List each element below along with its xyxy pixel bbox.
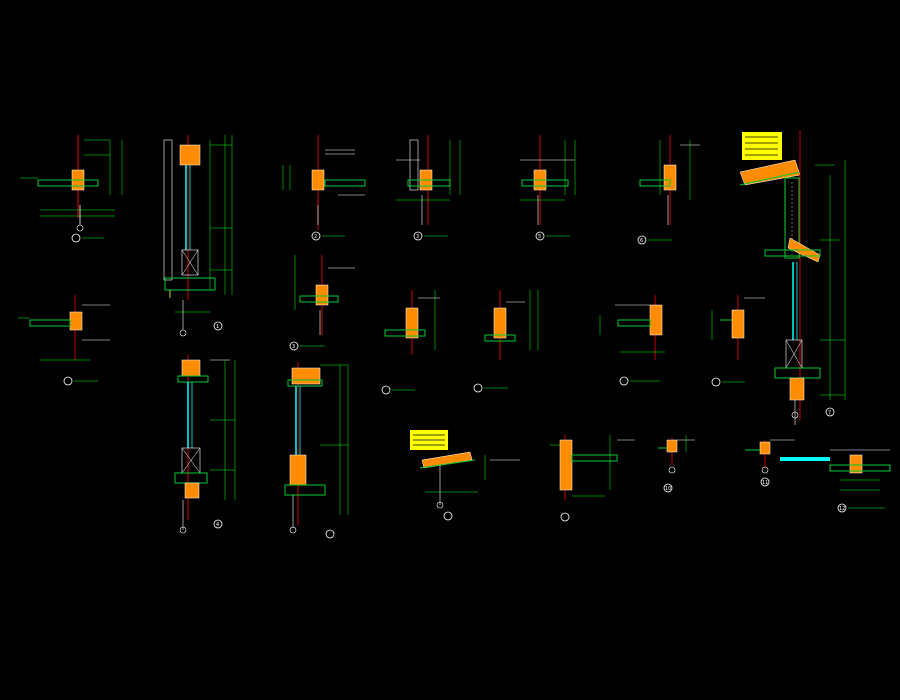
detail-e-marker xyxy=(535,231,545,241)
detail-t: 12 xyxy=(780,449,891,513)
detail-a-marker xyxy=(71,233,81,243)
detail-c: 2 xyxy=(282,135,366,241)
detail-k-marker xyxy=(473,383,483,393)
detail-g-note-block xyxy=(742,132,782,160)
detail-l xyxy=(599,295,665,386)
detail-b-marker xyxy=(213,321,223,331)
detail-q-marker xyxy=(560,512,570,522)
detail-j-marker xyxy=(381,385,391,395)
detail-r-marker xyxy=(663,483,673,493)
detail-p xyxy=(410,430,520,521)
detail-r-number: 10 xyxy=(665,486,671,492)
detail-n-marker xyxy=(213,519,223,529)
detail-c-number: 2 xyxy=(314,234,317,240)
detail-e-number: 5 xyxy=(538,234,541,240)
detail-f-marker xyxy=(637,235,647,245)
detail-f: 6 xyxy=(637,135,700,245)
detail-g: 7 xyxy=(739,130,846,425)
detail-d-marker xyxy=(413,231,423,241)
detail-o xyxy=(284,362,349,539)
detail-s-marker xyxy=(760,477,770,487)
detail-t-marker xyxy=(837,503,847,513)
detail-e: 5 xyxy=(520,135,576,241)
detail-q xyxy=(550,435,635,522)
detail-k xyxy=(473,290,539,393)
detail-p-marker xyxy=(443,511,453,521)
detail-t-number: 12 xyxy=(839,506,845,512)
detail-h-marker xyxy=(63,376,73,386)
detail-f-number: 6 xyxy=(640,238,643,244)
detail-o-marker xyxy=(325,529,335,539)
detail-n: 4 xyxy=(174,355,236,534)
detail-g-marker xyxy=(825,407,835,417)
detail-b: 1 xyxy=(163,135,233,337)
detail-m xyxy=(711,295,765,387)
detail-i-number: 3 xyxy=(292,344,295,350)
detail-n-number: 4 xyxy=(216,522,219,528)
detail-a xyxy=(20,135,123,243)
detail-h xyxy=(18,295,110,386)
detail-s: 11 xyxy=(745,439,795,487)
detail-i-marker xyxy=(289,341,299,351)
detail-d: 3 xyxy=(396,135,461,241)
detail-r: 10 xyxy=(658,435,695,493)
detail-i: 3 xyxy=(289,255,355,351)
detail-m-marker xyxy=(711,377,721,387)
detail-s-number: 11 xyxy=(762,480,768,486)
detail-b-number: 1 xyxy=(216,324,219,330)
detail-l-marker xyxy=(619,376,629,386)
detail-c-marker xyxy=(311,231,321,241)
detail-j xyxy=(381,290,440,395)
detail-g-number: 7 xyxy=(828,410,831,416)
detail-d-number: 3 xyxy=(416,234,419,240)
